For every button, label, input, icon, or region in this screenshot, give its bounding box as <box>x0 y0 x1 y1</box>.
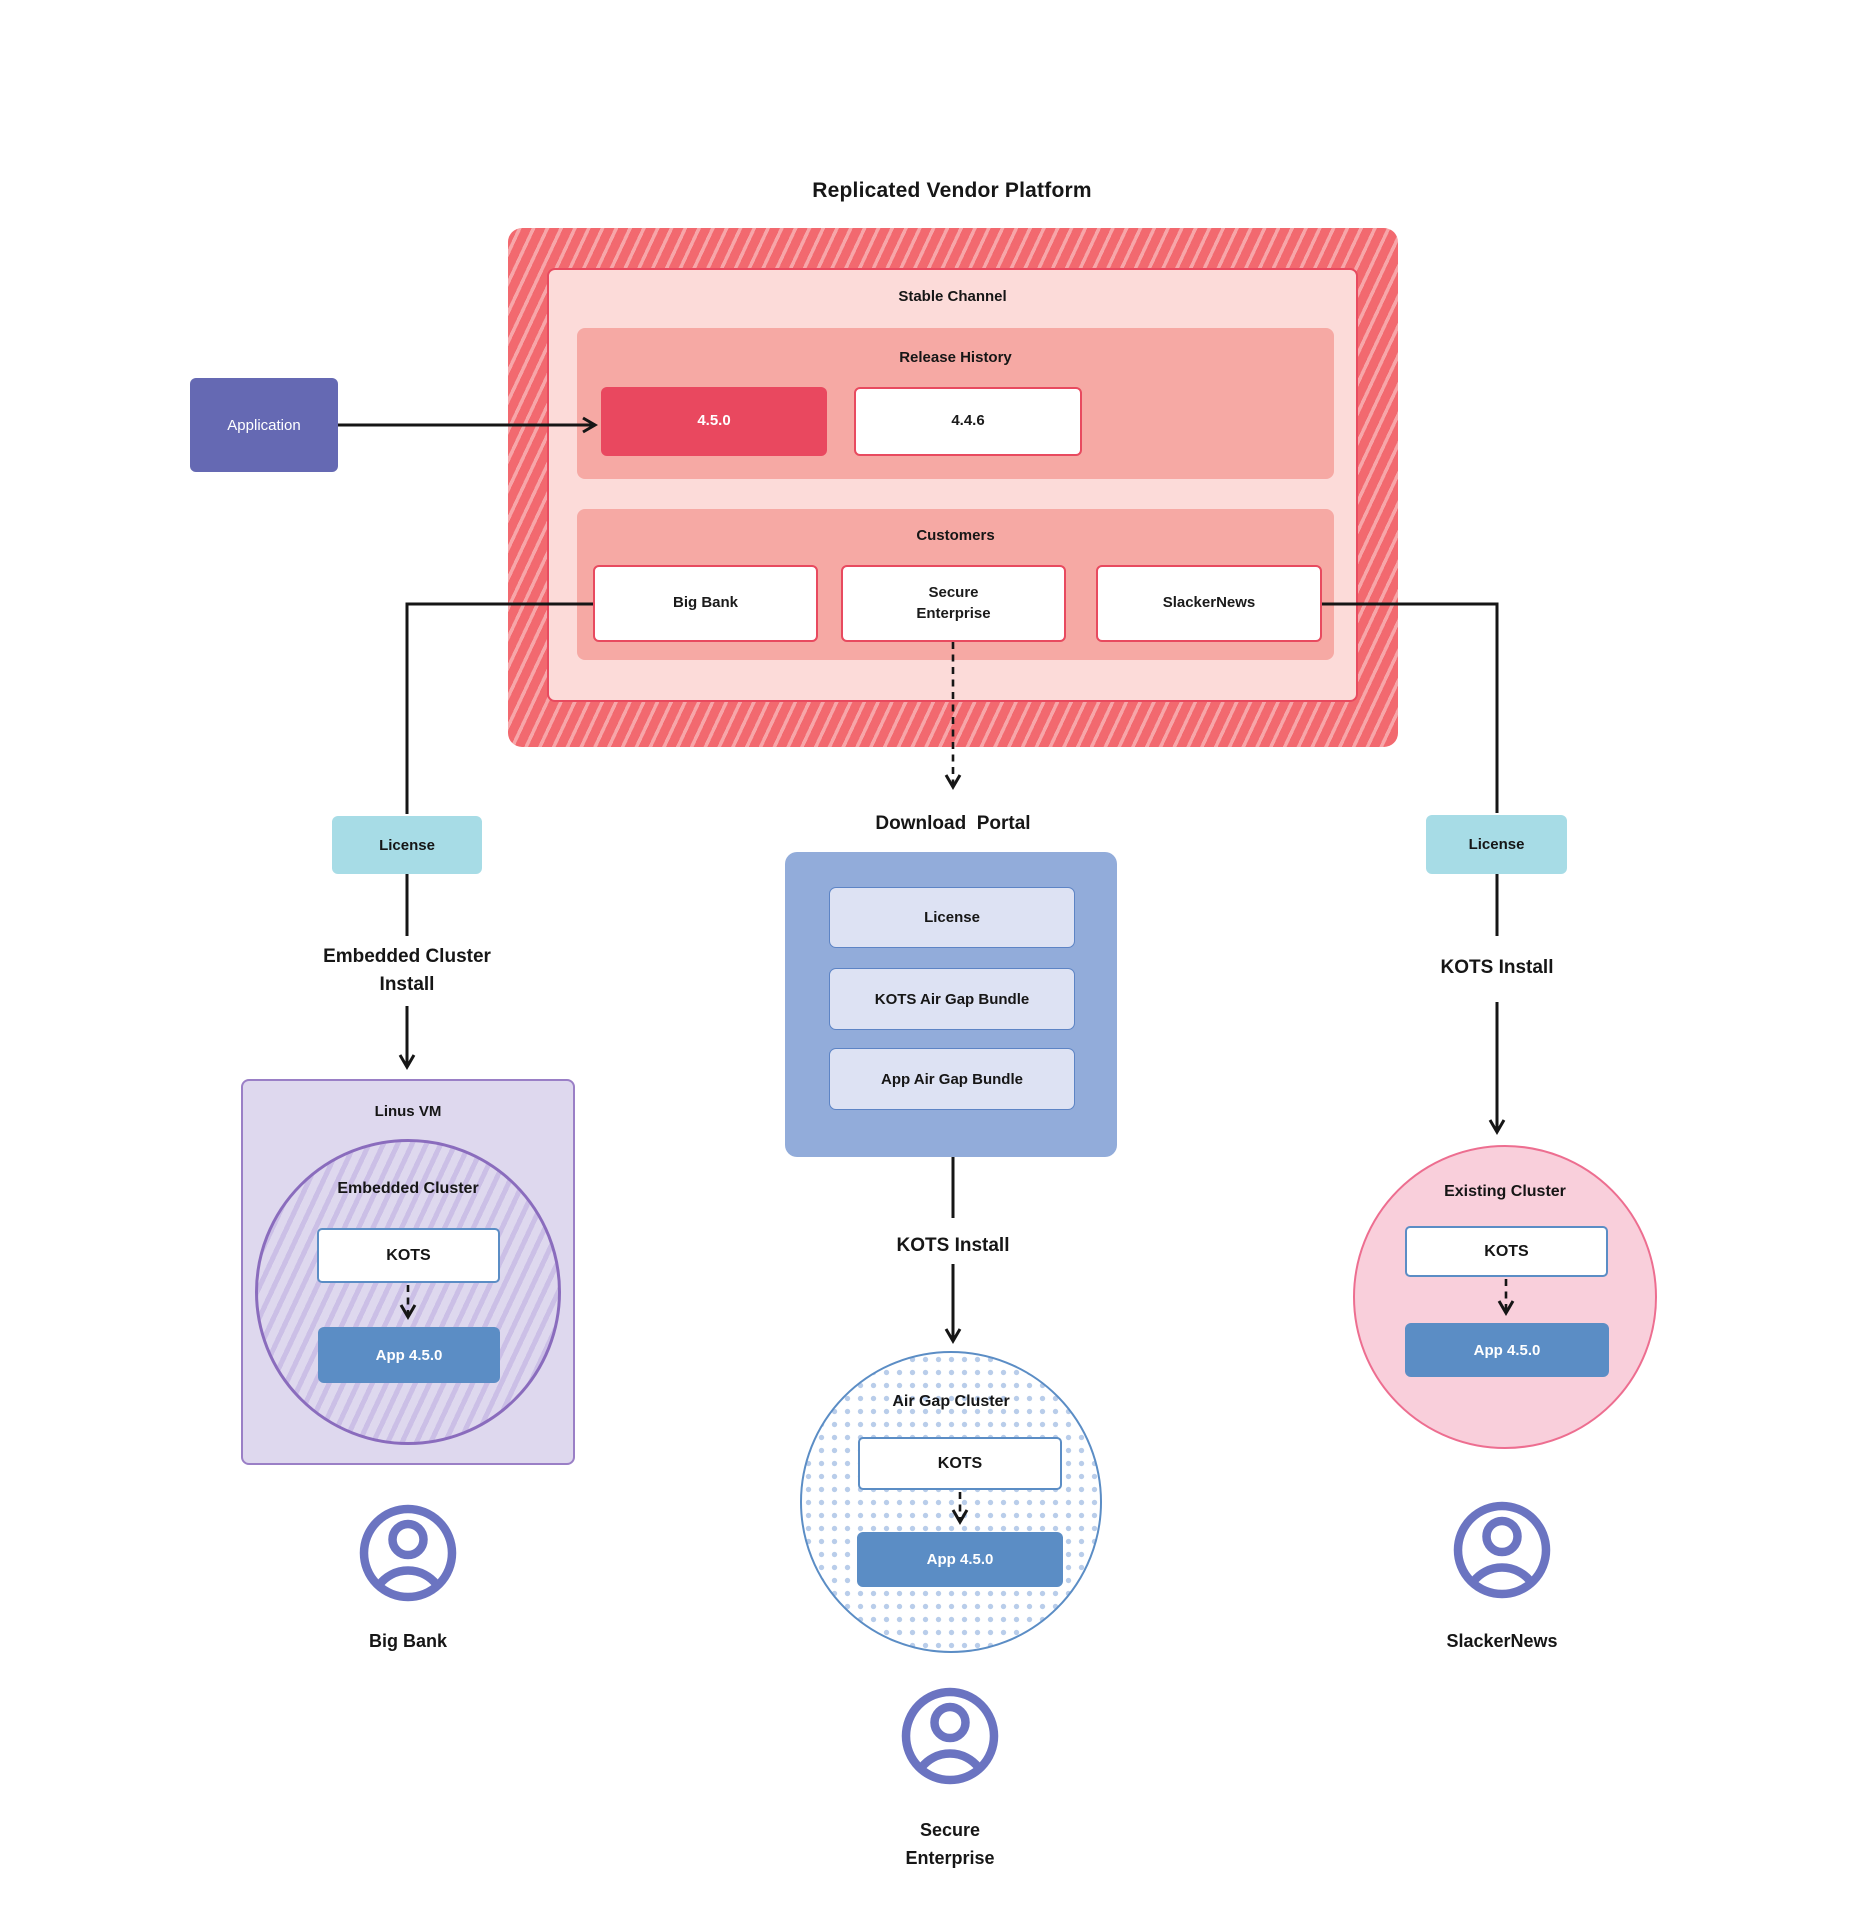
portal-kots-airgap-bundle-box: KOTS Air Gap Bundle <box>829 968 1075 1030</box>
air-gap-cluster-circle: Air Gap Cluster <box>800 1351 1102 1653</box>
air-gap-cluster-label: Air Gap Cluster <box>892 1393 1010 1410</box>
embedded-cluster-label: Embedded Cluster <box>337 1180 479 1197</box>
secure-enterprise-name: Secure Enterprise <box>905 1820 995 1868</box>
big-bank-name: Big Bank <box>368 1631 447 1651</box>
app-450-box-right: App 4.5.0 <box>1405 1323 1609 1377</box>
application-box: Application <box>190 378 338 472</box>
app-450-box-center: App 4.5.0 <box>857 1532 1063 1587</box>
kots-box-center: KOTS <box>858 1437 1062 1490</box>
customer-slackernews-box: SlackerNews <box>1096 565 1322 642</box>
existing-cluster-label: Existing Cluster <box>1444 1183 1566 1200</box>
slackernews-name: SlackerNews <box>1446 1631 1558 1651</box>
customers-label: Customers <box>916 527 995 544</box>
release-history-label: Release History <box>899 349 1012 366</box>
existing-cluster-circle: Existing Cluster <box>1353 1145 1657 1449</box>
kots-install-label-right: KOTS Install <box>1440 957 1554 978</box>
release-450-box: 4.5.0 <box>601 387 827 456</box>
big-bank-user-icon <box>358 1503 458 1603</box>
license-box-right: License <box>1426 815 1567 874</box>
secure-enterprise-user-icon <box>900 1686 1000 1786</box>
embedded-cluster-install-label: Embedded Cluster Install <box>323 946 491 995</box>
embedded-cluster-circle: Embedded Cluster <box>255 1139 561 1445</box>
kots-box-right: KOTS <box>1405 1226 1608 1277</box>
stable-channel-label: Stable Channel <box>898 288 1007 305</box>
linus-vm-label: Linus VM <box>374 1103 442 1120</box>
kots-box-left: KOTS <box>317 1228 500 1283</box>
kots-install-label-center: KOTS Install <box>896 1235 1010 1256</box>
portal-license-box: License <box>829 887 1075 948</box>
customer-secure-enterprise-box: Secure Enterprise <box>841 565 1066 642</box>
portal-app-airgap-bundle-box: App Air Gap Bundle <box>829 1048 1075 1110</box>
diagram-title: Replicated Vendor Platform <box>812 179 1092 202</box>
app-450-box-left: App 4.5.0 <box>318 1327 500 1383</box>
license-box-left: License <box>332 816 482 874</box>
release-446-box: 4.4.6 <box>854 387 1082 456</box>
customer-big-bank-box: Big Bank <box>593 565 818 642</box>
download-portal-label: Download Portal <box>875 813 1031 834</box>
slackernews-user-icon <box>1452 1500 1552 1600</box>
